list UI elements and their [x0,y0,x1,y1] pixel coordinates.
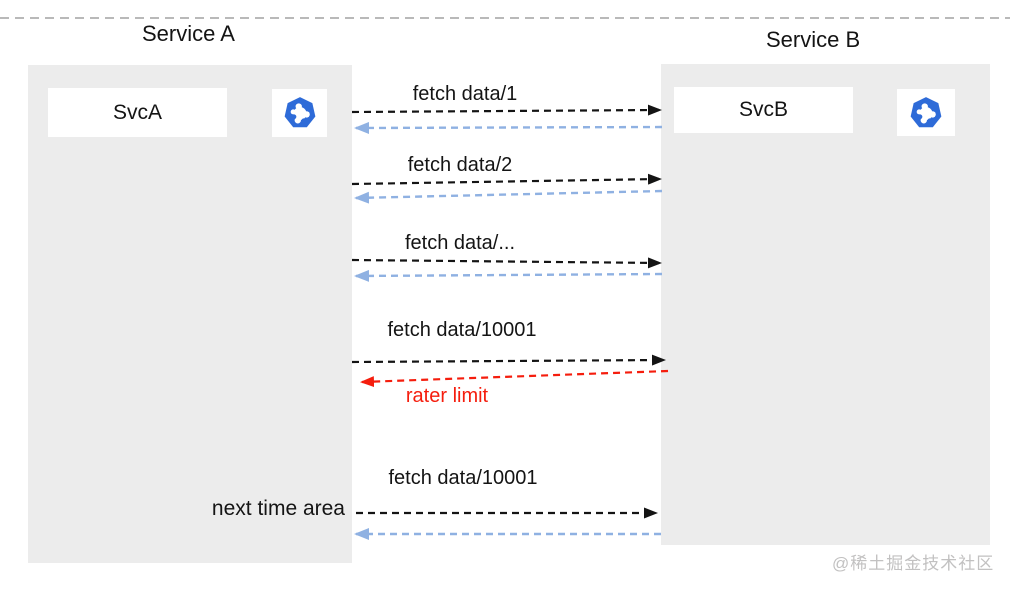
response-arrow-3 [354,269,663,282]
response-arrow-1 [354,121,663,134]
kubernetes-icon [897,89,955,136]
service-b-panel [661,64,990,545]
request-arrow-4 [351,354,666,366]
next-time-area-label: next time area [211,497,345,520]
service-a-title: Service A [142,21,235,46]
message-label-5: fetch data/10001 [388,467,538,489]
message-label-3: fetch data/... [404,232,516,254]
svc-b-label: SvcB [738,98,788,121]
kubernetes-icon [272,89,327,137]
service-b-title: Service B [766,27,861,52]
request-arrow-1 [351,104,662,116]
response-arrow-2 [354,189,663,204]
rate-limit-arrow [360,369,669,388]
request-arrow-2 [351,173,662,186]
message-label-1: fetch data/1 [412,83,518,105]
kubernetes-icon [284,97,315,128]
service-a-panel [28,65,352,563]
kubernetes-icon [910,96,942,127]
request-arrow-3 [351,257,662,269]
svc-a-node: SvcA [48,88,227,137]
svc-a-label: SvcA [112,100,162,124]
rate-limit-label: rater limit [405,385,489,407]
watermark: @稀土掘金技术社区 [832,554,995,573]
message-label-2: fetch data/2 [407,154,513,176]
svc-b-node: SvcB [674,87,853,133]
message-label-4: fetch data/10001 [387,319,537,341]
